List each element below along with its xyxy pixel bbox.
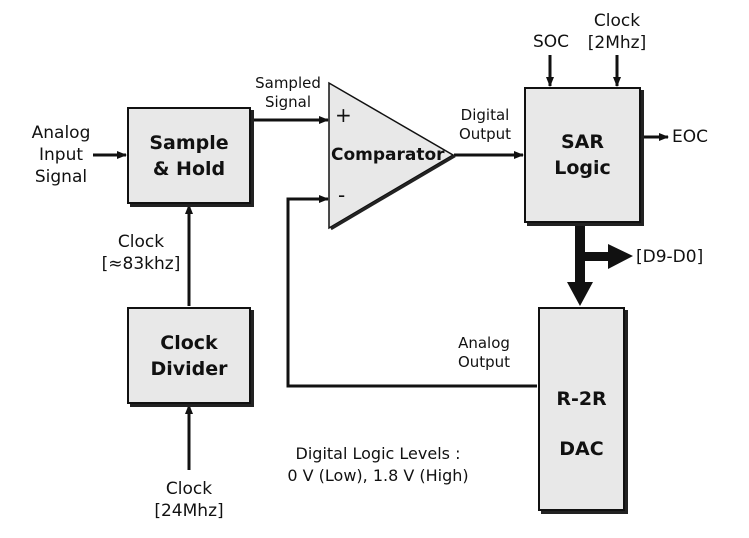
comparator-minus: - [338, 183, 346, 207]
eoc-label: EOC [672, 127, 708, 147]
data-bus-label: [D9-D0] [636, 247, 704, 267]
analog-input-label: Analog Input Signal [28, 122, 94, 188]
sh-clock-line2: [≈83khz] [101, 254, 181, 274]
analog-output-line1: Analog [458, 334, 510, 352]
soc-label: SOC [532, 32, 570, 52]
sar-clock-line2: [2Mhz] [587, 33, 647, 53]
input-clock-label: Clock [24Mhz] [146, 478, 232, 522]
digital-output-line2: Output [458, 125, 512, 143]
analog-input-line3: Signal [34, 167, 88, 187]
sampled-signal-label: Sampled Signal [252, 74, 324, 112]
feedback-wire [286, 195, 537, 388]
clock-divider-line2: Divider [150, 357, 228, 380]
comparator-triangle [328, 81, 455, 230]
analog-output-label: Analog Output [448, 334, 520, 372]
logic-levels-line2: 0 V (Low), 1.8 V (High) [287, 466, 469, 485]
data-bus-right-arrow [608, 244, 633, 269]
comparator-plus: + [335, 103, 352, 127]
analog-input-line2: Input [38, 145, 84, 165]
dac-line2: DAC [559, 438, 604, 460]
sar-clock-line1: Clock [593, 11, 641, 31]
analog-output-line2: Output [457, 353, 511, 371]
data-bus-down-arrow [567, 282, 593, 306]
comparator-shadow [330, 154, 456, 231]
sampled-signal-line2: Signal [264, 93, 312, 111]
digital-output-line1: Digital [460, 106, 510, 124]
logic-levels-line1: Digital Logic Levels : [295, 444, 461, 463]
dac-line1: R-2R [556, 388, 607, 410]
comparator-label: Comparator [331, 145, 445, 165]
sar-clock-label: Clock [2Mhz] [584, 10, 650, 54]
clock-divider-block: Clock Divider [127, 307, 251, 404]
sh-clock-line1: Clock [117, 232, 165, 252]
sample-hold-line1: Sample [149, 131, 229, 154]
input-clock-line2: [24Mhz] [154, 501, 224, 521]
analog-input-line1: Analog [31, 123, 91, 143]
sample-hold-line2: & Hold [152, 157, 226, 180]
sampled-signal-line1: Sampled [255, 74, 321, 92]
sample-hold-block: Sample & Hold [127, 107, 251, 204]
sar-logic-line2: Logic [554, 157, 611, 179]
digital-output-label: Digital Output [452, 106, 518, 144]
data-bus-branch [580, 252, 610, 261]
clock-divider-line1: Clock [160, 331, 218, 354]
sh-clock-label: Clock [≈83khz] [98, 231, 184, 275]
dac-block: R-2R DAC [538, 307, 625, 511]
sar-logic-block: SAR Logic [524, 87, 641, 223]
logic-levels-note: Digital Logic Levels : 0 V (Low), 1.8 V … [268, 443, 488, 487]
input-clock-line1: Clock [165, 479, 213, 499]
sar-logic-line1: SAR [560, 131, 605, 153]
